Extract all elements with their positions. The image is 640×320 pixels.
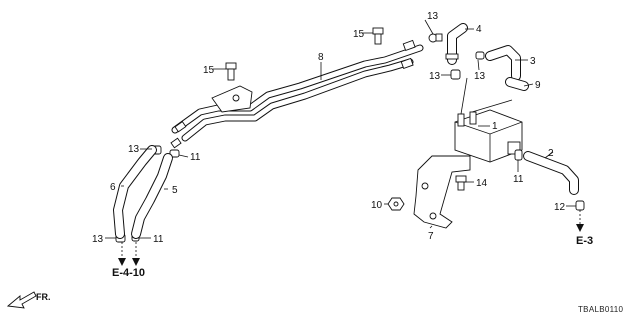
callout-4: 4 <box>476 24 482 35</box>
callout-13-mid: 13 <box>429 71 441 82</box>
clip-13-right <box>475 51 485 60</box>
clip-13-mid <box>450 69 461 80</box>
callout-13-top: 13 <box>427 11 439 22</box>
nut-10 <box>387 197 405 211</box>
bracket-7 <box>413 155 471 229</box>
callout-13-left: 13 <box>128 144 140 155</box>
front-direction-label: FR. <box>36 292 51 302</box>
callout-6: 6 <box>110 182 116 193</box>
callout-8: 8 <box>318 52 324 63</box>
solenoid-valve-1 <box>454 77 523 163</box>
callout-11-left: 11 <box>190 152 201 163</box>
clip-13-top <box>428 33 443 43</box>
callout-14: 14 <box>476 178 488 189</box>
front-direction-arrow <box>6 291 37 309</box>
callout-11-bottom: 11 <box>153 234 164 245</box>
reference-arrow-e410 <box>118 242 140 266</box>
hose-5 <box>131 153 173 239</box>
leader-lines <box>105 19 576 239</box>
reference-e410: E-4-10 <box>112 267 145 279</box>
hose-2 <box>523 151 579 195</box>
callout-3: 3 <box>530 56 536 67</box>
callout-11-right: 11 <box>513 174 524 185</box>
bolt-15-upper <box>372 27 384 45</box>
callout-13-bottom: 13 <box>92 234 104 245</box>
hose-3 <box>485 45 521 81</box>
callout-13-right: 13 <box>474 71 486 82</box>
hose-9 <box>505 77 529 91</box>
bolt-14 <box>455 175 467 191</box>
callout-15-left: 15 <box>203 65 215 76</box>
clamp-11-right <box>514 149 523 161</box>
callout-12: 12 <box>554 202 566 213</box>
reference-e3: E-3 <box>576 235 593 247</box>
clip-12 <box>575 200 585 211</box>
callout-15-upper: 15 <box>353 29 365 40</box>
hose-4 <box>445 23 468 65</box>
callout-2: 2 <box>548 148 554 159</box>
callout-7: 7 <box>428 231 434 242</box>
callout-10: 10 <box>371 200 383 211</box>
pipe-assembly-8 <box>170 39 424 149</box>
callout-1: 1 <box>492 121 498 132</box>
bolt-15-left <box>225 62 237 81</box>
callout-5: 5 <box>172 185 178 196</box>
diagram-code: TBALB0110 <box>578 305 623 314</box>
reference-arrow-e3 <box>576 210 584 232</box>
callout-9: 9 <box>535 80 541 91</box>
